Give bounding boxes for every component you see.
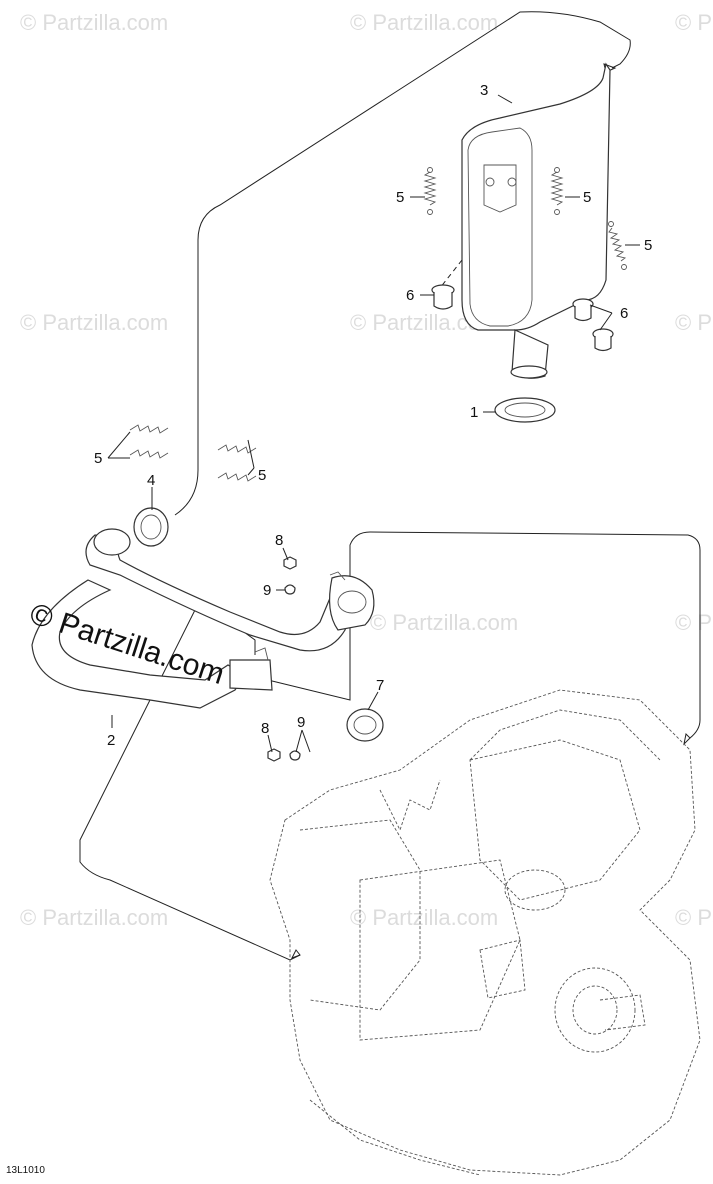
exhaust-header-pipe: [31, 528, 375, 709]
callout-5: 5: [644, 237, 652, 254]
callout-8: 8: [275, 532, 283, 549]
callout-9: 9: [263, 582, 271, 599]
callout-labels: 3 5 5 5 6 6 1 5 5 4 8 9 7 2 8 9: [94, 82, 652, 749]
watermark-text: © Partzilla.com: [20, 905, 168, 930]
watermark-layer: © Partzilla.com © Partzilla.com © Partzi…: [20, 10, 713, 930]
callout-4: 4: [147, 472, 155, 489]
routing-lines: [79, 11, 701, 961]
nuts-washers: [267, 556, 301, 762]
watermark-text: © Partzilla.com: [675, 905, 713, 930]
rubber-bumpers: [431, 284, 614, 352]
callout-6: 6: [406, 287, 414, 304]
callout-3: 3: [480, 82, 488, 99]
diagram-code: 13L1010: [6, 1165, 45, 1176]
muffler: [439, 62, 611, 379]
callout-9: 9: [297, 714, 305, 731]
watermark-text: © Partzilla.com: [350, 905, 498, 930]
callout-2: 2: [107, 732, 115, 749]
watermark-text: © Partzilla.com: [20, 310, 168, 335]
watermark-text: © Partzilla.com: [675, 10, 713, 35]
callout-5: 5: [94, 450, 102, 467]
springs: [129, 167, 627, 482]
watermark-text: © Partzilla.com: [20, 10, 168, 35]
watermark-text: © Partzilla.com: [350, 10, 498, 35]
watermark-text: © Partzilla.com: [675, 610, 713, 635]
watermark-text: © Partzilla.com: [675, 310, 713, 335]
callout-5: 5: [583, 189, 591, 206]
watermark-text: © Partzilla.com: [370, 610, 518, 635]
callout-7: 7: [376, 677, 384, 694]
callout-6: 6: [620, 305, 628, 322]
engine: [269, 689, 701, 1176]
callout-8: 8: [261, 720, 269, 737]
callout-5: 5: [258, 467, 266, 484]
callout-1: 1: [470, 404, 478, 421]
callout-5: 5: [396, 189, 404, 206]
leader-lines: [107, 94, 640, 753]
gaskets: [133, 397, 556, 742]
